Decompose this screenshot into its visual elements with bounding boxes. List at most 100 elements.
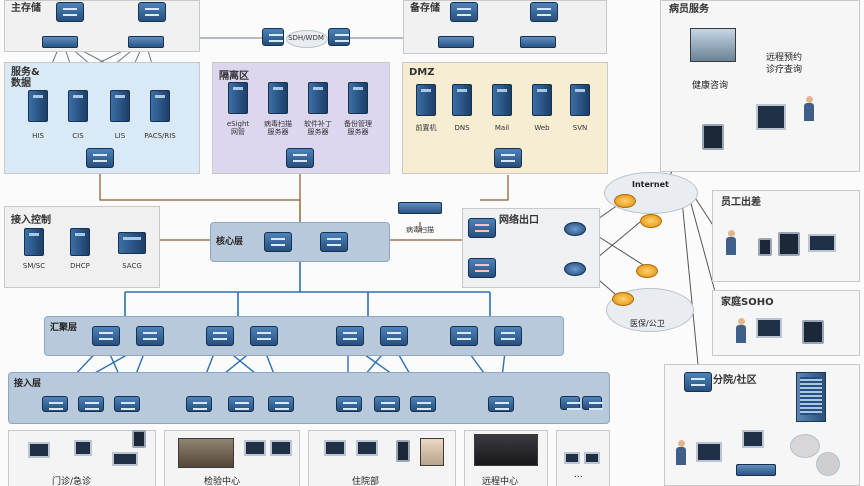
service-data-title: 服务& 数据 bbox=[11, 67, 40, 89]
exam-photo bbox=[178, 438, 234, 468]
isp-router bbox=[612, 292, 634, 306]
core-switch bbox=[320, 232, 348, 252]
server-icon bbox=[492, 84, 512, 116]
internet-label: Internet bbox=[632, 180, 669, 189]
kiosk-icon bbox=[756, 104, 786, 130]
access-switch bbox=[582, 396, 603, 410]
staff-travel-title: 员工出差 bbox=[721, 197, 761, 208]
storage-device bbox=[530, 2, 558, 22]
server-label: DHCP bbox=[70, 262, 90, 270]
monitor-icon bbox=[756, 318, 782, 338]
server-icon bbox=[118, 232, 146, 254]
monitor-icon bbox=[356, 440, 378, 456]
branch-switch bbox=[684, 372, 712, 392]
access-switch bbox=[186, 396, 212, 412]
tablet-icon bbox=[802, 320, 824, 344]
home-soho-title: 家庭SOHO bbox=[721, 297, 774, 308]
server-label: CIS bbox=[72, 132, 84, 140]
main-storage-zone: 主存储 bbox=[4, 0, 200, 52]
server-label: SM/SC bbox=[22, 262, 46, 270]
transmission-device bbox=[328, 28, 350, 46]
person-icon bbox=[726, 230, 740, 270]
health-consult-label: 健康咨询 bbox=[692, 81, 729, 91]
monitor-icon bbox=[324, 440, 346, 456]
phone-icon bbox=[396, 440, 410, 462]
san-switch bbox=[128, 36, 164, 48]
nurse-photo bbox=[420, 438, 444, 466]
server-icon bbox=[110, 90, 130, 122]
server-icon bbox=[308, 82, 328, 114]
isolation-title: 隔离区 bbox=[219, 71, 249, 82]
server-icon bbox=[348, 82, 368, 114]
server-icon bbox=[416, 84, 436, 116]
access-switch bbox=[336, 396, 362, 412]
server-icon bbox=[268, 82, 288, 114]
access-switch bbox=[268, 396, 294, 412]
tablet-icon bbox=[132, 430, 146, 448]
server-label: SACG bbox=[122, 262, 142, 270]
server-icon bbox=[228, 82, 248, 114]
server-label: 软件补丁 服务器 bbox=[304, 120, 332, 136]
video-codec-icon bbox=[736, 464, 776, 476]
backup-storage-title: 备存储 bbox=[410, 3, 440, 14]
remote-booking-label: 远程预约 诊疗查询 bbox=[766, 53, 803, 75]
aggregation-switch bbox=[206, 326, 234, 346]
aggregation-switch bbox=[336, 326, 364, 346]
tablet-icon bbox=[778, 232, 800, 256]
aggregation-switch bbox=[136, 326, 164, 346]
home-soho-zone: 家庭SOHO bbox=[712, 290, 860, 356]
isp-router bbox=[614, 194, 636, 208]
virus-scan-label: 病毒扫描 bbox=[406, 226, 434, 234]
tablet-icon bbox=[702, 124, 724, 150]
core-title: 核心层 bbox=[216, 237, 244, 247]
access-switch bbox=[78, 396, 104, 412]
person-icon bbox=[804, 96, 814, 122]
server-label: Mail bbox=[494, 124, 510, 132]
core-switch bbox=[264, 232, 292, 252]
aggregation-switch bbox=[494, 326, 522, 346]
exit-router bbox=[564, 262, 586, 276]
aggregation-layer bbox=[44, 316, 564, 356]
sdh-wdm-label: SDH/WDM bbox=[288, 34, 324, 42]
server-icon bbox=[452, 84, 472, 116]
laptop-icon bbox=[808, 234, 836, 252]
server-icon bbox=[70, 228, 90, 256]
exit-title: 网络出口 bbox=[499, 215, 539, 226]
storage-device bbox=[138, 2, 166, 22]
monitor-icon bbox=[564, 452, 580, 464]
patient-service-title: 病员服务 bbox=[669, 4, 709, 15]
laptop-icon bbox=[112, 452, 138, 466]
server-label: eSight 网管 bbox=[226, 120, 250, 136]
transmission-device bbox=[262, 28, 284, 46]
camera-icon bbox=[816, 452, 840, 476]
virus-scan-device bbox=[398, 202, 442, 214]
insurance-label: 医保/公卫 bbox=[630, 319, 665, 328]
isp-router bbox=[636, 264, 658, 278]
backup-storage-zone: 备存储 bbox=[403, 0, 607, 54]
monitor-icon bbox=[696, 442, 722, 462]
san-switch bbox=[520, 36, 556, 48]
person-icon bbox=[736, 318, 746, 344]
access-control-title: 接入控制 bbox=[11, 215, 51, 226]
access-switch bbox=[488, 396, 514, 412]
access-switch bbox=[42, 396, 68, 412]
aggregation-switch bbox=[450, 326, 478, 346]
server-label: Web bbox=[534, 124, 550, 132]
exit-router bbox=[564, 222, 586, 236]
exit-firewall bbox=[468, 258, 496, 278]
video-terminal-icon bbox=[742, 430, 764, 448]
hospital-building-icon bbox=[796, 372, 826, 422]
branch-title: 分院/社区 bbox=[713, 375, 757, 386]
access-switch bbox=[560, 396, 581, 410]
remote-center-label: 远程中心 bbox=[482, 477, 519, 486]
firewall-switch bbox=[494, 148, 522, 168]
aggregation-switch bbox=[380, 326, 408, 346]
exam-center-label: 检验中心 bbox=[204, 477, 241, 486]
server-label: 备份管理 服务器 bbox=[344, 120, 372, 136]
server-label: LIS bbox=[114, 132, 126, 140]
remote-center-photo bbox=[474, 434, 538, 466]
phone-icon bbox=[758, 238, 772, 256]
outpatient-label: 门诊/急诊 bbox=[52, 477, 92, 486]
person-icon bbox=[676, 440, 686, 466]
monitor-icon bbox=[244, 440, 266, 456]
